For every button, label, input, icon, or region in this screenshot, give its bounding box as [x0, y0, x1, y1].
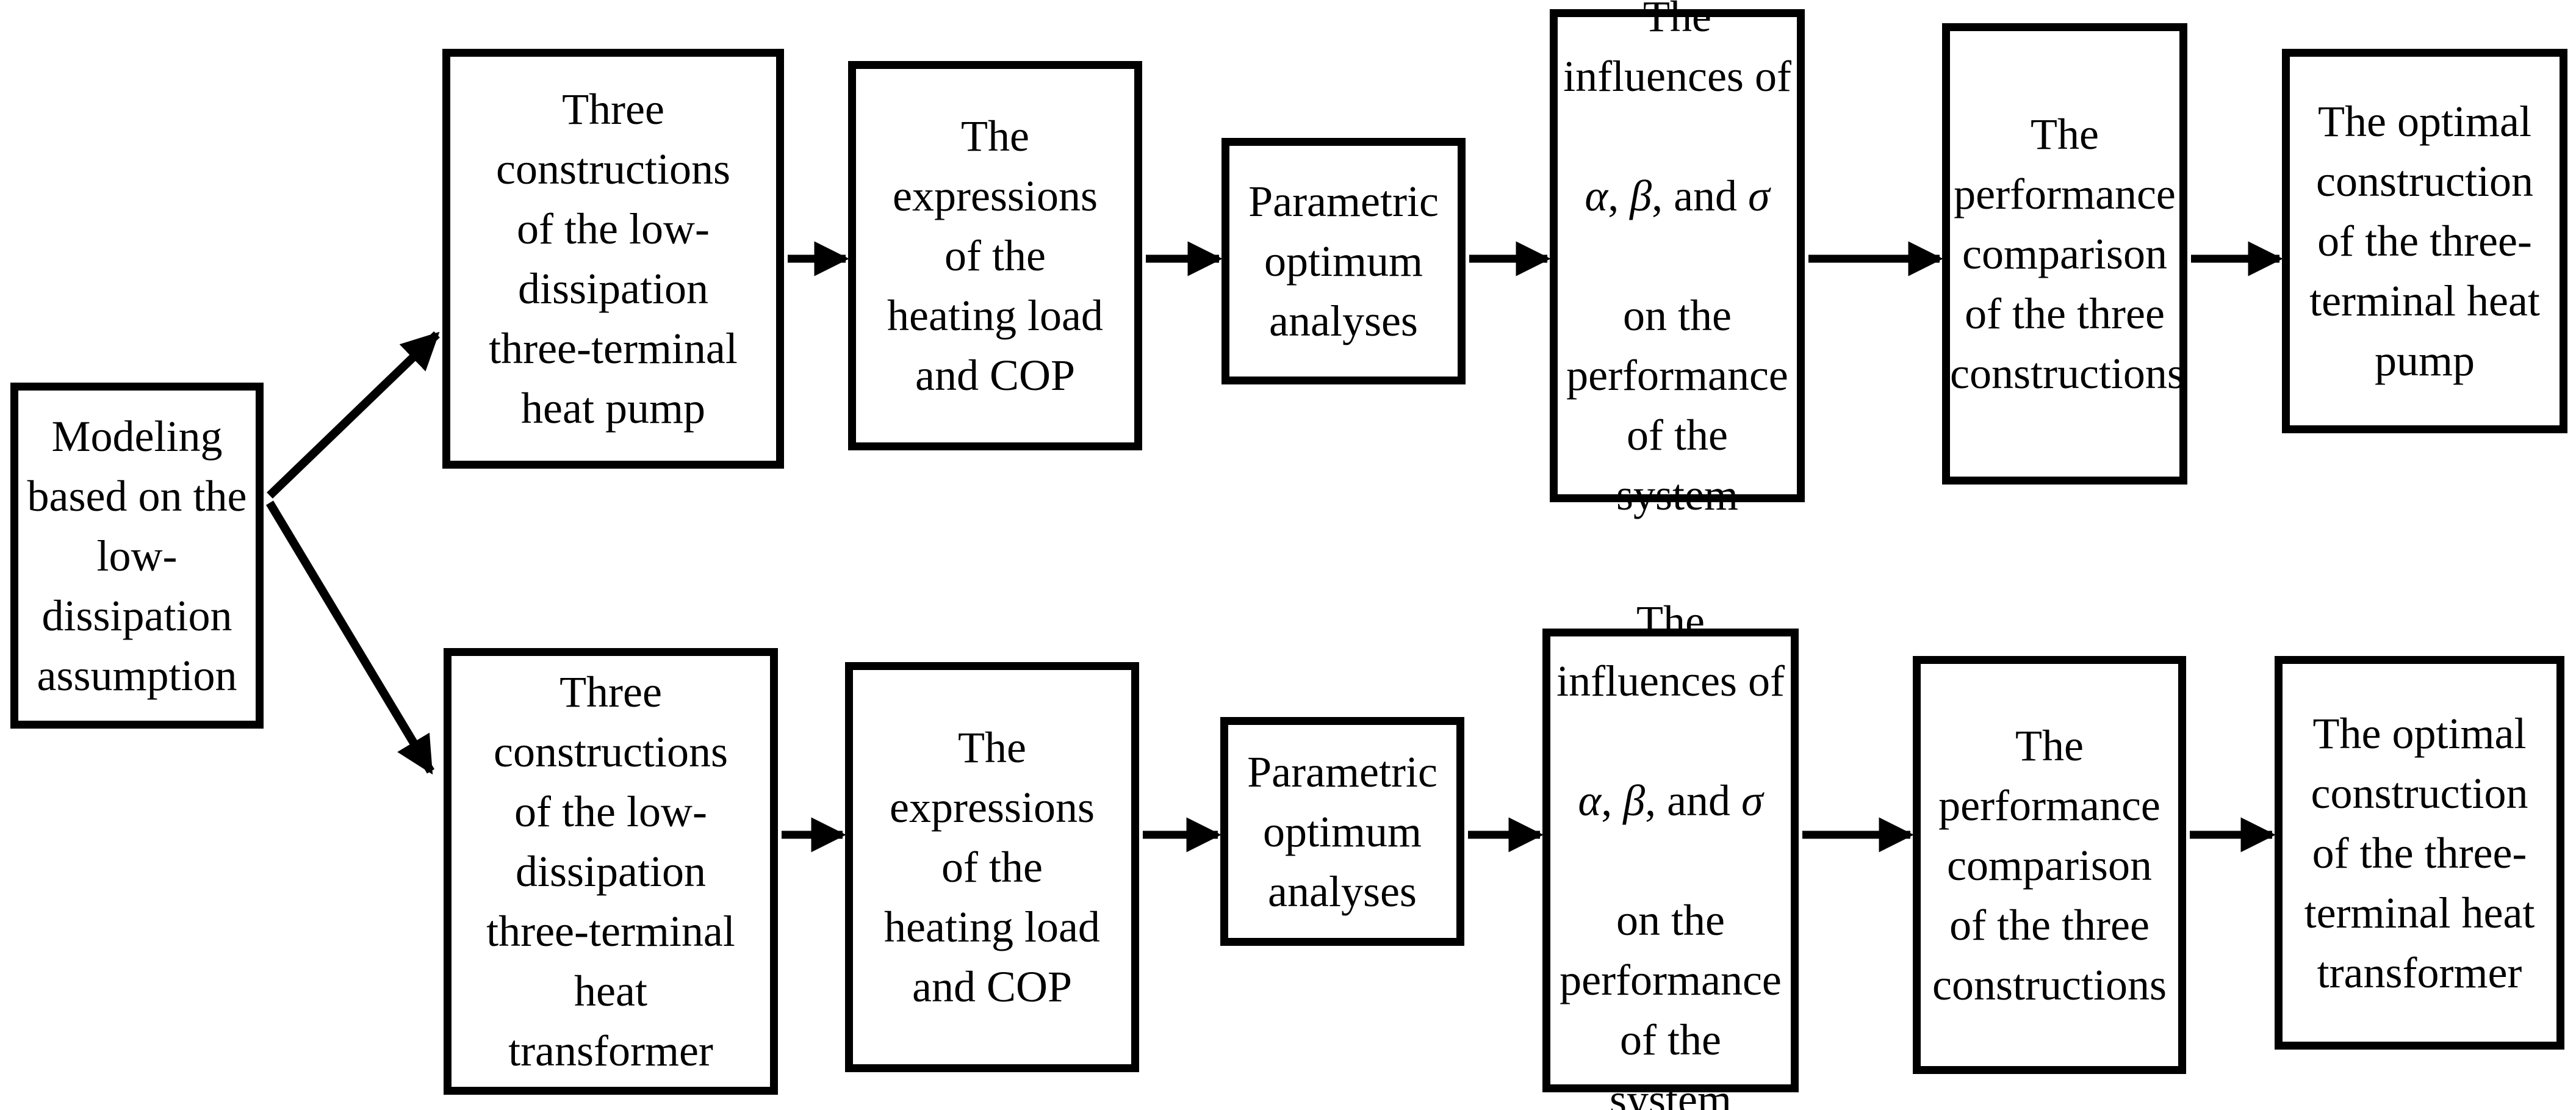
box-label: Parametric optimum analyses [1248, 177, 1439, 345]
sigma-symbol: σ [1741, 776, 1763, 825]
box-label: Modeling based on the low- dissipation a… [27, 411, 247, 700]
box-label: The optimal construction of the three- t… [2304, 708, 2535, 997]
box-transformer-three-constructions: Three constructions of the low- dissipat… [444, 648, 778, 1095]
sigma-symbol: σ [1748, 171, 1770, 220]
box-label: The influences of α, β, and σ on the per… [1558, 0, 1797, 585]
greek-line: α, β, and σ [1578, 776, 1763, 825]
box-label-lines: The influences of [1563, 0, 1791, 101]
box-label: Three constructions of the low- dissipat… [486, 668, 735, 1075]
box-label: The performance comparison of the three … [1932, 721, 2167, 1009]
box-pump-expressions: The expressions of the heating load and … [848, 61, 1142, 450]
branch-arrow-down-icon [265, 500, 435, 775]
beta-symbol: β [1623, 776, 1646, 825]
box-label: Three constructions of the low- dissipat… [489, 85, 738, 433]
box-pump-optimal-construction: The optimal construction of the three- t… [2282, 49, 2567, 433]
box-pump-parametric-analyses: Parametric optimum analyses [1221, 138, 1466, 384]
box-transformer-influences: The influences of α, β, and σ on the per… [1542, 597, 1799, 1110]
alpha-symbol: α [1585, 171, 1608, 220]
box-label: The performance comparison of the three … [1950, 110, 2184, 398]
box-transformer-expressions: The expressions of the heating load and … [845, 662, 1139, 1072]
box-pump-three-constructions: Three constructions of the low- dissipat… [442, 49, 784, 469]
box-label: The expressions of the heating load and … [887, 112, 1103, 400]
branch-arrow-up-icon [267, 331, 440, 499]
box-modeling-assumption: Modeling based on the low- dissipation a… [10, 383, 264, 729]
box-transformer-optimal-construction: The optimal construction of the three- t… [2275, 656, 2564, 1050]
box-pump-performance-comparison: The performance comparison of the three … [1942, 23, 2187, 485]
box-label: The influences of α, β, and σ on the per… [1550, 532, 1791, 1110]
greek-line: α, β, and σ [1585, 171, 1770, 220]
box-label-lines: The influences of [1556, 597, 1785, 705]
box-label-lines: on the performance of the system [1566, 291, 1788, 519]
box-label: The optimal construction of the three- t… [2309, 97, 2540, 385]
box-label: Parametric optimum analyses [1247, 747, 1437, 916]
alpha-symbol: α [1578, 776, 1602, 825]
box-pump-influences: The influences of α, β, and σ on the per… [1550, 0, 1805, 519]
box-transformer-parametric-analyses: Parametric optimum analyses [1220, 717, 1464, 946]
box-label: The expressions of the heating load and … [884, 723, 1100, 1011]
beta-symbol: β [1630, 171, 1652, 220]
box-transformer-performance-comparison: The performance comparison of the three … [1913, 656, 2186, 1074]
box-label-lines: on the performance of the system [1560, 896, 1782, 1110]
